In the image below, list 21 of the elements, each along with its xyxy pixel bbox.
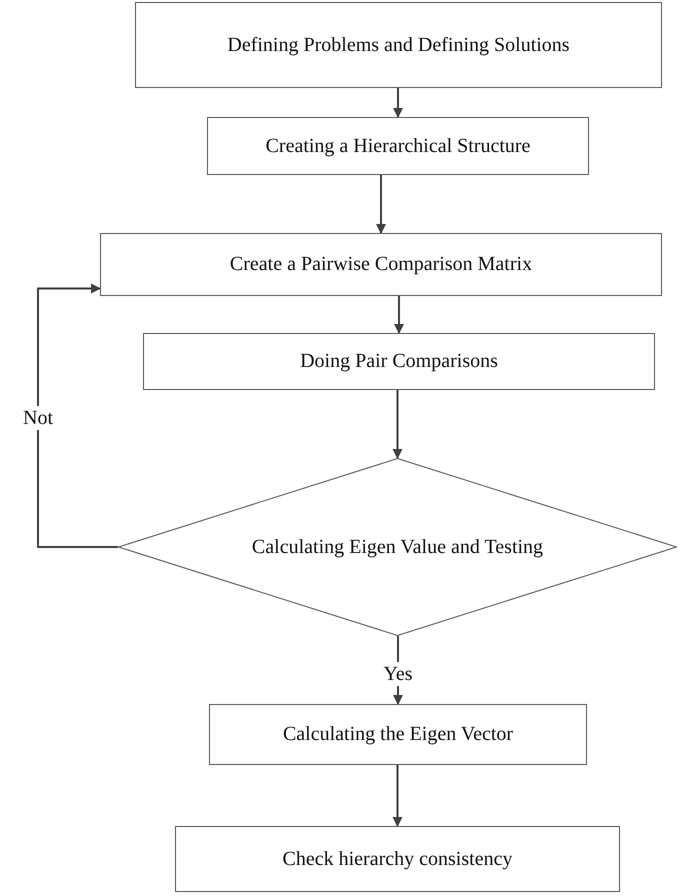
step-text: Create a Pairwise Comparison Matrix xyxy=(228,252,534,277)
edge-label: Yes xyxy=(381,662,415,686)
step-text: Calculating Eigen Value and Testing xyxy=(250,534,544,560)
step-text: Check hierarchy consistency xyxy=(282,846,514,872)
arrow xyxy=(392,390,402,459)
process-box xyxy=(143,333,655,390)
step-text: Doing Pair Comparisons xyxy=(299,349,499,374)
process-box xyxy=(209,704,587,765)
edge-label: Not xyxy=(21,406,55,430)
process-box xyxy=(175,826,620,892)
process-box xyxy=(135,2,662,88)
arrow xyxy=(393,88,403,118)
arrow xyxy=(392,765,402,827)
process-box xyxy=(207,117,589,175)
process-box xyxy=(100,233,662,296)
step-text: Creating a Hierarchical Structure xyxy=(264,134,532,158)
step-text: Calculating the Eigen Vector xyxy=(282,722,514,747)
arrow xyxy=(37,284,118,548)
arrow xyxy=(376,175,386,234)
arrow xyxy=(394,296,404,334)
step-text: Defining Problems and Defining Solutions xyxy=(226,32,571,58)
